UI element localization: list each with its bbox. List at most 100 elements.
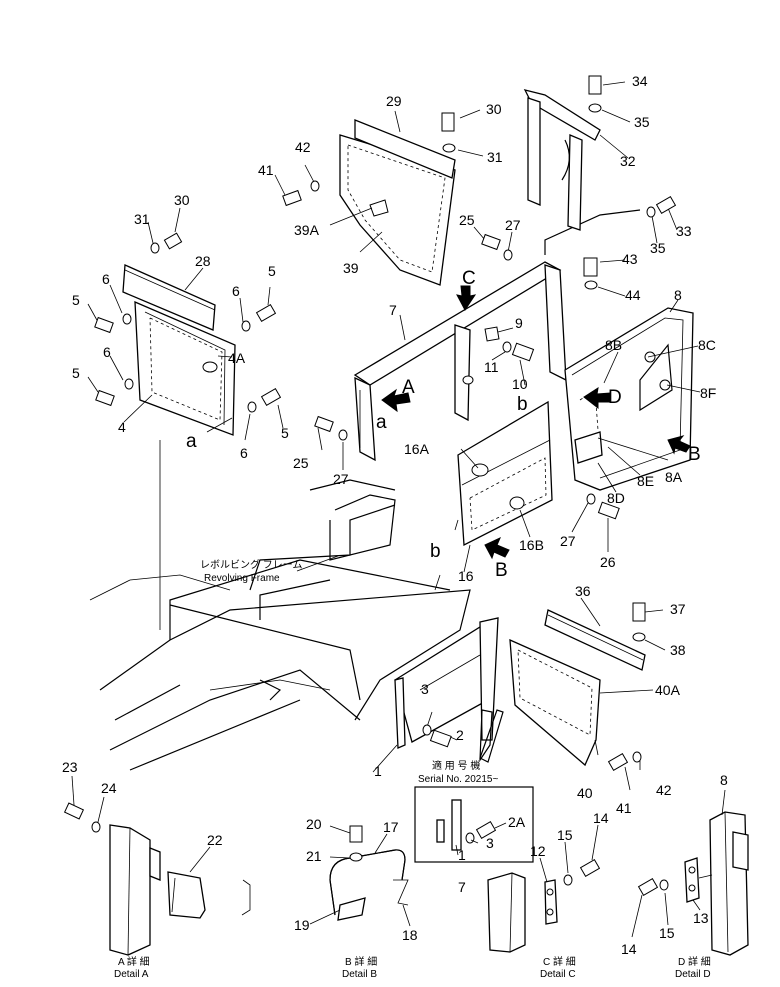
part-label: 31	[487, 149, 503, 165]
part-label: 6	[103, 344, 111, 360]
part-label: 8	[720, 772, 728, 788]
part-label: 27	[505, 217, 521, 233]
bolt-30-top	[441, 112, 455, 132]
part-label: 31	[134, 211, 150, 227]
part-label: 7	[389, 302, 397, 318]
part-label: 10	[512, 376, 528, 392]
part-label: 42	[656, 782, 672, 798]
part-label: 5	[281, 425, 289, 441]
view-arrow-d	[583, 386, 611, 410]
serial-en: Serial No. 20215~	[418, 774, 498, 785]
part-label: 37	[670, 601, 686, 617]
part-label: 27	[333, 471, 349, 487]
cover-panel-40	[509, 609, 646, 767]
bolt-34	[588, 75, 602, 95]
revolving-frame-en: Revolving Frame	[204, 573, 280, 584]
washer-27-right	[586, 493, 596, 505]
part-label: 8D	[607, 490, 625, 506]
part-label: 3	[486, 835, 494, 851]
part-label: 24	[101, 780, 117, 796]
part-label: 12	[530, 843, 546, 859]
view-arrow-c	[456, 285, 477, 311]
detail-b-en: Detail B	[342, 969, 377, 980]
washer-6-c	[241, 320, 251, 332]
part-label: 2A	[508, 814, 526, 830]
washer-11	[502, 341, 512, 353]
part-label: 25	[293, 455, 309, 471]
part-label: 16B	[519, 537, 544, 553]
part-label: 28	[195, 253, 211, 269]
detail-captions: A 詳 細 Detail A B 詳 細 Detail B C 詳 細 Deta…	[114, 955, 711, 980]
part-label: 35	[650, 240, 666, 256]
bolt-33	[655, 195, 677, 215]
section-mark-b-frame: b	[430, 541, 441, 562]
part-label: 1	[458, 847, 466, 863]
part-label: 7	[458, 879, 466, 895]
part-label: 44	[625, 287, 641, 303]
cover-panel-16	[454, 400, 553, 547]
section-mark-labels: a a b b	[186, 394, 528, 562]
part-label: 8F	[700, 385, 716, 401]
part-label: 34	[632, 73, 648, 89]
view-arrow-labels: A B C D B	[402, 268, 701, 581]
part-label: 29	[386, 93, 402, 109]
part-label: 9	[515, 315, 523, 331]
part-label: 19	[294, 917, 310, 933]
detail-c-jp: C 詳 細	[543, 955, 576, 968]
bolt-43	[583, 257, 598, 277]
part-label: 4A	[228, 350, 246, 366]
part-label: 41	[258, 162, 274, 178]
part-label: 3	[421, 681, 429, 697]
part-label: 39	[343, 260, 359, 276]
washer-44	[584, 280, 598, 290]
bolt-41-low	[607, 752, 629, 772]
part-label: 23	[62, 759, 78, 775]
part-label: 17	[383, 819, 399, 835]
view-label-b-right: B	[688, 444, 701, 465]
part-label: 8B	[605, 337, 622, 353]
bolt-25-top	[481, 233, 501, 251]
bolt-10	[511, 342, 535, 362]
bolt-5-c	[255, 303, 277, 323]
leader-lines	[87, 81, 701, 791]
fasteners	[94, 75, 677, 772]
part-label: 30	[174, 192, 190, 208]
washer-6-a	[122, 313, 132, 325]
part-label: 25	[459, 212, 475, 228]
part-label: 6	[102, 271, 110, 287]
part-label: 39A	[294, 222, 320, 238]
cover-panel-39	[339, 119, 456, 286]
part-label: 26	[600, 554, 616, 570]
part-label: 36	[575, 583, 591, 599]
part-label: 1	[374, 763, 382, 779]
view-arrow-a	[381, 388, 411, 413]
part-label: 11	[484, 359, 499, 375]
washer-31-top	[442, 143, 456, 153]
part-label: 40A	[655, 682, 681, 698]
detail-c-drawing	[487, 824, 601, 953]
part-label: 15	[659, 925, 675, 941]
washer-3	[422, 724, 432, 736]
bolt-37	[632, 602, 646, 622]
part-label: 21	[306, 848, 322, 864]
part-label: 18	[402, 927, 418, 943]
washer-35-top	[588, 103, 602, 113]
section-mark-a-right: a	[376, 412, 387, 433]
revolving-frame-structure	[89, 440, 471, 771]
part-label: 8C	[698, 337, 716, 353]
washer-6-d	[247, 401, 257, 413]
part-label: 42	[295, 139, 311, 155]
part-label: 32	[620, 153, 636, 169]
detail-d-en: Detail D	[675, 969, 711, 980]
part-label: 30	[486, 101, 502, 117]
revolving-frame-label: レボルビング フレーム Revolving Frame	[200, 555, 339, 584]
view-label-a: A	[402, 377, 415, 398]
bracket-32	[523, 89, 601, 231]
view-label-c: C	[462, 268, 476, 289]
serial-label: 適 用 号 機 Serial No. 20215~	[418, 759, 498, 785]
view-label-b-mid: B	[495, 560, 508, 581]
view-arrow-b-mid	[484, 536, 510, 560]
revolving-frame-jp: レボルビング フレーム	[200, 558, 302, 571]
part-label: 13	[693, 910, 709, 926]
